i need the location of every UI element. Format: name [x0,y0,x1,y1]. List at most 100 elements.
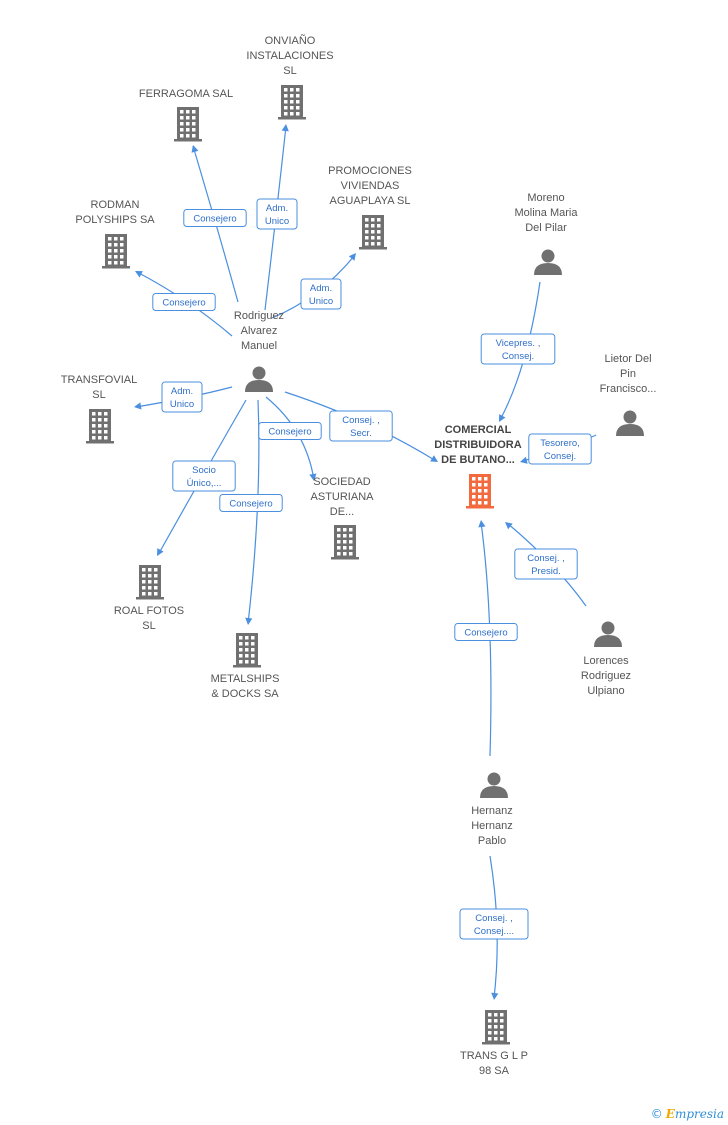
building-window [500,1031,504,1035]
rel-sociedad-label[interactable]: Consejero [258,422,322,440]
building-window [186,122,190,126]
person-label-line: Pablo [478,835,506,847]
company-label-line: COMERCIAL [445,424,512,436]
building-window [120,255,124,259]
building-window [104,412,108,416]
person-label-line: Lorences [583,655,629,667]
building-window [349,546,353,550]
building-window [484,477,488,481]
person-icon [616,410,644,436]
company-label-line: & DOCKS SA [211,688,279,700]
building-window [92,412,96,416]
company-node-transglp[interactable]: TRANS G L P 98 SA [460,1010,528,1077]
building-window [337,534,341,538]
arrowhead [491,992,499,1000]
building-window [349,552,353,556]
building-window [180,128,184,132]
building-window [92,424,96,428]
person-icon [245,366,273,392]
building-window [478,495,482,499]
building-window [92,430,96,434]
building-window [154,574,158,578]
company-label-line: 98 SA [479,1065,510,1077]
person-body [594,635,622,647]
arrowhead [135,271,143,278]
company-node-sociedad[interactable]: SOCIEDADASTURIANADE... [311,476,375,560]
empresia-logo[interactable]: ©Empresia [651,1107,724,1121]
rel-rodriguez-comercial-label[interactable]: Consej. ,Secr. [329,410,393,442]
company-label-line: TRANSFOVIAL [61,374,137,386]
building-window [120,261,124,265]
building-window [488,1013,492,1017]
building-window [239,654,243,658]
building-window [239,648,243,652]
building-icon [86,409,114,444]
company-label-line: SL [142,620,155,632]
building-icon [466,474,494,509]
building-window [108,249,112,253]
building-window [154,568,158,572]
building-window [365,236,369,240]
building-window [104,424,108,428]
building-window [192,134,196,138]
building-window [349,534,353,538]
building-window [108,237,112,241]
person-label-line: Ulpiano [587,685,624,697]
company-label-line: FERRAGOMA SAL [139,88,233,100]
company-label-line: ASTURIANA [311,491,375,503]
rel-promociones-label[interactable]: Adm.Unico [300,278,342,310]
building-window [484,495,488,499]
rel-ferragoma-label[interactable]: Consejero [183,209,247,227]
company-label-line: VIVIENDAS [341,180,400,192]
rel-roal-label[interactable]: SocioÚnico,... [172,460,236,492]
relation-box [256,198,298,230]
building-window [478,483,482,487]
building-window [488,1019,492,1023]
building-window [251,648,255,652]
building-icon [233,633,261,668]
rel-hernanz-transglp-label[interactable]: Consej. ,Consej.... [459,908,529,940]
company-label-line: TRANS G L P [460,1050,528,1062]
rel-lorences-label[interactable]: Consej. ,Presid. [514,548,578,580]
relation-text: Vicepres. , [496,338,541,349]
rel-transfovial-label[interactable]: Adm.Unico [161,381,203,413]
building-window [180,110,184,114]
rel-moreno-label[interactable]: Vicepres. ,Consej. [480,333,556,365]
building-window [142,586,146,590]
arrowhead [134,402,142,410]
person-node-lietor[interactable]: Lietor DelPinFrancisco... [600,353,657,436]
building-window [472,495,476,499]
company-node-ferragoma[interactable]: FERRAGOMA SAL [139,88,233,142]
building-window [494,1019,498,1023]
building-window [377,218,381,222]
building-window [478,489,482,493]
rel-metalships-label[interactable]: Consejero [219,494,283,512]
building-window [142,592,146,596]
rel-lietor-label[interactable]: Tesorero,Consej. [528,433,592,465]
building-window [472,477,476,481]
building-window [290,88,294,92]
arrowhead [245,617,253,625]
building-window [245,642,249,646]
building-window [349,540,353,544]
building-window [484,483,488,487]
building-window [472,501,476,505]
building-base [466,506,494,509]
person-head [601,621,615,635]
rel-onviano-label[interactable]: Adm.Unico [256,198,298,230]
rel-rodman-label[interactable]: Consejero [152,293,216,311]
building-window [186,128,190,132]
building-window [154,592,158,596]
rel-hernanz-comercial-label[interactable]: Consejero [454,623,518,641]
company-node-metalships[interactable]: METALSHIPS& DOCKS SA [211,633,280,700]
